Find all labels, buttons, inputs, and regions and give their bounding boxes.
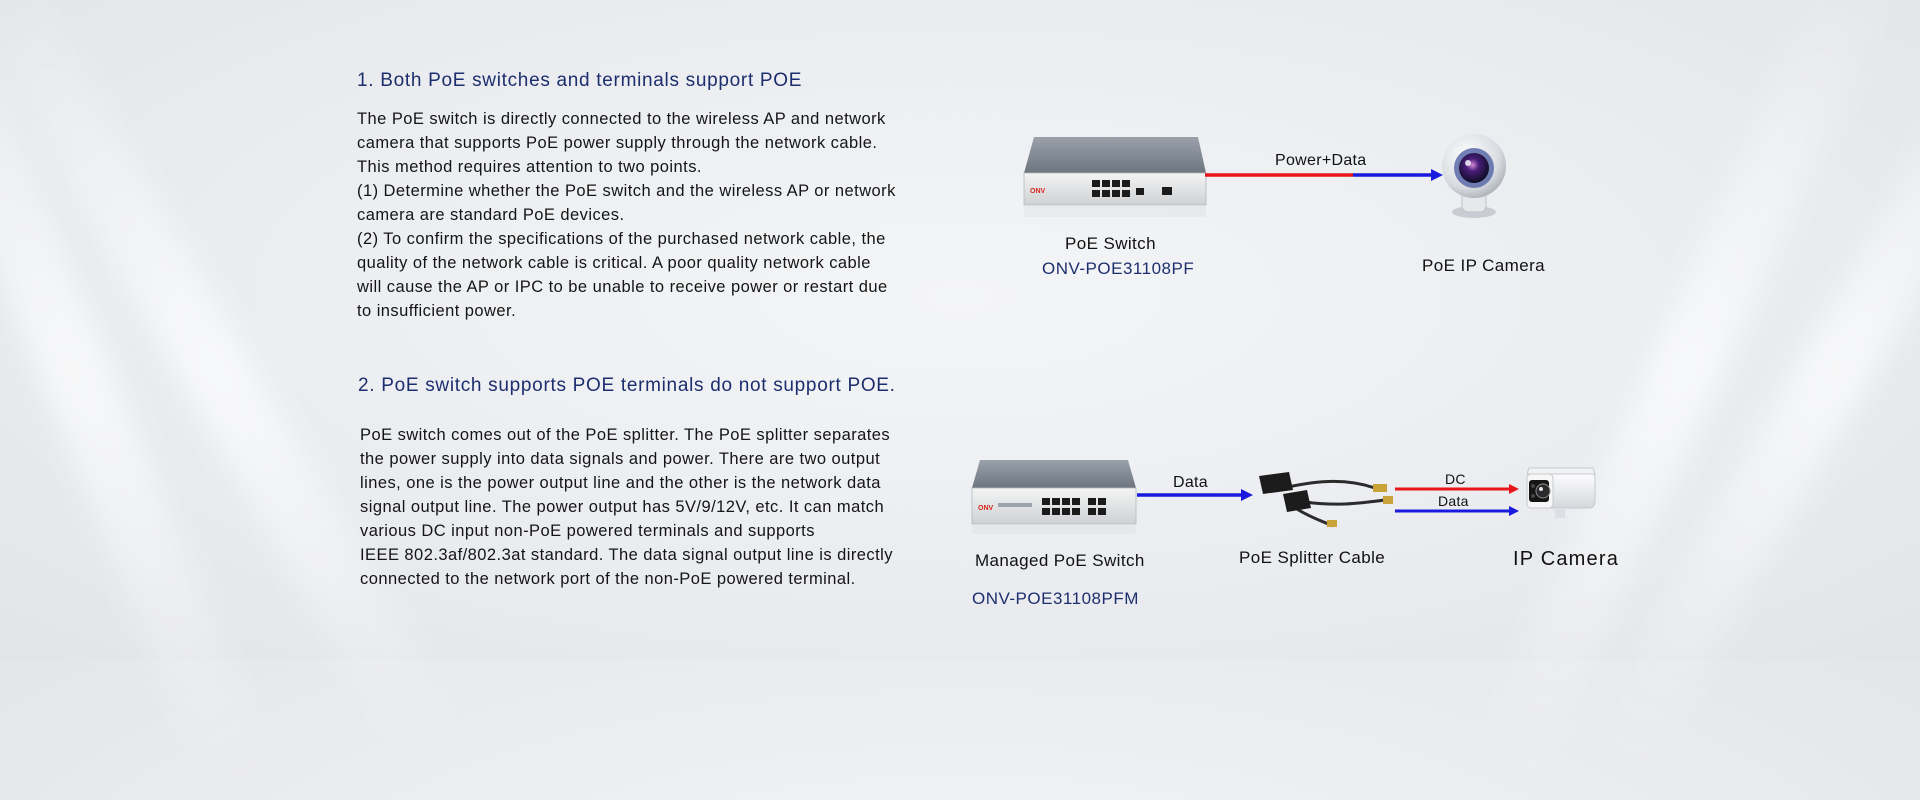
text-line: (1) Determine whether the PoE switch and…: [357, 182, 896, 200]
section1-heading: 1. Both PoE switches and terminals suppo…: [357, 70, 803, 91]
ip-camera-label: IP Camera: [1513, 548, 1620, 570]
managed-poe-switch-image: ONV: [971, 460, 1137, 534]
text-line: quality of the network cable is critical…: [357, 254, 871, 272]
text-line: lines, one is the power output line and …: [360, 474, 881, 492]
background-streak: [1579, 0, 1920, 778]
poe-splitter-cable-label: PoE Splitter Cable: [1239, 548, 1386, 567]
text-line: (2) To confirm the specifications of the…: [357, 230, 886, 248]
ip-camera-image: [1526, 467, 1596, 518]
data-arrow: [1137, 489, 1253, 501]
text-line: will cause the AP or IPC to be unable to…: [357, 278, 888, 296]
section2-paragraph: PoE switch comes out of the PoE splitter…: [360, 423, 980, 591]
section2-heading: 2. PoE switch supports POE terminals do …: [358, 375, 896, 396]
poe-ip-camera-label: PoE IP Camera: [1422, 256, 1545, 275]
text-line: signal output line. The power output has…: [360, 498, 885, 516]
text-line: connected to the network port of the non…: [360, 570, 856, 588]
poe-splitter-cable-image: [1259, 472, 1393, 528]
power-data-label: Power+Data: [1275, 152, 1367, 169]
managed-poe-switch-label: Managed PoE Switch: [975, 551, 1145, 570]
text-line: PoE switch comes out of the PoE splitter…: [360, 426, 891, 444]
text-line: the power supply into data signals and p…: [360, 450, 881, 468]
brand-logo: ONV: [1030, 188, 1046, 195]
text-line: The PoE switch is directly connected to …: [357, 110, 886, 128]
text-line: camera are standard PoE devices.: [357, 206, 625, 224]
poe-switch-label: PoE Switch: [1065, 234, 1156, 253]
text-line: camera that supports PoE power supply th…: [357, 134, 878, 152]
data-arrow-2: [1395, 506, 1519, 516]
managed-poe-switch-model: ONV-POE31108PFM: [972, 589, 1139, 608]
text-line: to insufficient power.: [357, 302, 517, 320]
section1-paragraph: The PoE switch is directly connected to …: [357, 107, 977, 323]
brand-logo: ONV: [978, 505, 994, 512]
poe-ip-camera-image: [1442, 134, 1506, 218]
text-line: various DC input non-PoE powered termina…: [360, 522, 815, 540]
dc-arrow: [1395, 484, 1519, 494]
dc-label: DC: [1445, 471, 1466, 487]
power-data-arrow: [1205, 169, 1443, 181]
poe-switch-model: ONV-POE31108PF: [1042, 259, 1195, 278]
data-label-2: Data: [1438, 493, 1469, 509]
poe-switch-image: ONV: [1023, 137, 1207, 217]
text-line: IEEE 802.3af/802.3at standard. The data …: [360, 546, 893, 564]
data-arrow-label: Data: [1173, 474, 1208, 491]
text-line: This method requires attention to two po…: [357, 158, 702, 176]
